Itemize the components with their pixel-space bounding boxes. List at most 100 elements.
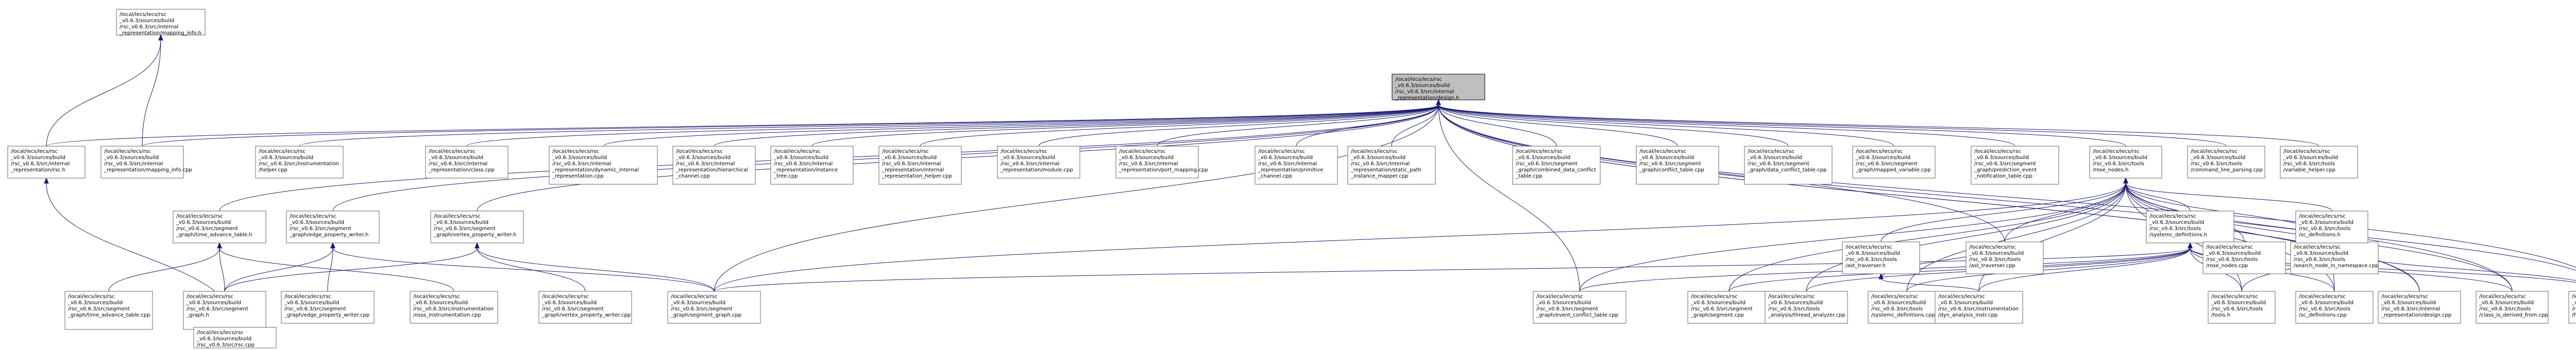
node-label-line: _graph/segment_graph.cpp: [670, 312, 741, 318]
node-box: [1115, 146, 1199, 179]
dependency-edge: [714, 183, 2126, 292]
graph-edges: [44, 34, 2576, 328]
node-label-line: /local/lecs/lecs/rsc: [2283, 149, 2330, 154]
graph-node[interactable]: /local/lecs/lecs/rsc_v0.6.3/sources/buil…: [430, 211, 524, 243]
node-label-line: /rsc_v0.6.3/src/segment: [1516, 161, 1578, 167]
graph-node[interactable]: /local/lecs/lecs/rsc_v0.6.3/sources/buil…: [281, 291, 375, 324]
graph-node[interactable]: /local/lecs/lecs/rsc_v0.6.3/sources/buil…: [672, 146, 756, 185]
dependency-edge: [1906, 248, 2191, 292]
node-label-line: /rsc_v0.6.3/src/segment: [187, 306, 248, 312]
node-box: [2290, 241, 2379, 274]
graph-node[interactable]: /local/lecs/lecs/rsc_v0.6.3/sources/buil…: [2290, 241, 2379, 274]
graph-node[interactable]: /local/lecs/lecs/rsc_v0.6.3/sources/buil…: [549, 146, 658, 185]
node-label-line: /command_line_parsing.cpp: [2191, 167, 2263, 173]
node-label-line: _v0.6.3/sources/build: [2571, 300, 2576, 306]
graph-node[interactable]: /local/lecs/lecs/rsc_v0.6.3/sources/buil…: [1744, 146, 1833, 185]
graph-node[interactable]: /local/lecs/lecs/rsc_v0.6.3/sources/buil…: [1868, 291, 1946, 324]
dependency-edge: [477, 248, 586, 292]
graph-node[interactable]: /local/lecs/lecs/rsc_v0.6.3/sources/buil…: [1935, 291, 2023, 324]
graph-node[interactable]: /local/lecs/lecs/rsc_v0.6.3/sources/buil…: [2476, 291, 2549, 324]
graph-node[interactable]: /local/lecs/lecs/rsc_v0.6.3/sources/buil…: [183, 291, 266, 330]
edge-arrowhead: [1878, 273, 1884, 279]
graph-node[interactable]: /local/lecs/lecs/rsc_v0.6.3/sources/buil…: [2187, 146, 2265, 179]
graph-node[interactable]: /local/lecs/lecs/rsc_v0.6.3/sources/buil…: [538, 291, 632, 324]
graph-node[interactable]: /local/lecs/lecs/rsc_v0.6.3/sources/buil…: [1636, 146, 1719, 185]
node-label-line: /rsc_v0.6.3/src/tools: [2299, 226, 2350, 232]
graph-node[interactable]: /local/lecs/lecs/rsc_v0.6.3/sources/buil…: [2089, 146, 2162, 179]
graph-node[interactable]: /local/lecs/lecs/rsc_v0.6.3/sources/buil…: [410, 291, 498, 324]
graph-node[interactable]: /local/lecs/lecs/rsc_v0.6.3/sources/buil…: [1255, 146, 1338, 185]
node-label-line: _representation_helper.cpp: [882, 173, 952, 179]
graph-node[interactable]: /local/lecs/lecs/rsc_v0.6.3/sources/buil…: [1852, 146, 1936, 179]
graph-node[interactable]: /local/lecs/lecs/rsc_v0.6.3/sources/buil…: [2568, 291, 2576, 324]
graph-node[interactable]: /local/lecs/lecs/rsc_v0.6.3/sources/buil…: [878, 146, 962, 185]
graph-node[interactable]: /local/lecs/lecs/rsc_v0.6.3/sources/buil…: [116, 9, 206, 36]
node-label-line: /rsc_v0.6.3/src/internal: [1395, 89, 1454, 95]
graph-node[interactable]: /local/lecs/lecs/rsc_v0.6.3/sources/buil…: [1765, 291, 1848, 324]
graph-node[interactable]: /local/lecs/lecs/rsc_v0.6.3/sources/buil…: [1965, 241, 2044, 274]
node-label-line: /systemc_definitions.cpp: [1871, 312, 1935, 318]
graph-node[interactable]: /local/lecs/lecs/rsc_v0.6.3/sources/buil…: [2280, 146, 2358, 179]
node-label-line: _representation/internal: [882, 167, 944, 173]
graph-node[interactable]: /local/lecs/lecs/rsc_v0.6.3/sources/buil…: [2378, 291, 2461, 324]
graph-node[interactable]: /local/lecs/lecs/rsc_v0.6.3/sources/buil…: [193, 327, 277, 348]
node-label-line: /local/lecs/lecs/rsc: [1768, 294, 1815, 300]
node-label-line: /ast_traverser.h: [1845, 263, 1886, 269]
graph-node[interactable]: /local/lecs/lecs/rsc_v0.6.3/sources/buil…: [286, 211, 380, 243]
graph-node[interactable]: /local/lecs/lecs/rsc_v0.6.3/sources/buil…: [997, 146, 1080, 179]
node-label-line: /rsc_v0.6.3/src/segment: [68, 306, 130, 312]
node-box: [1255, 146, 1338, 185]
node-label-line: /rsc_v0.6.3/src/segment: [1536, 306, 1598, 312]
node-label-line: /rsc_v0.6.3/src/internal: [120, 24, 178, 30]
node-label-line: _v0.6.3/sources/build: [1536, 300, 1591, 306]
graph-node[interactable]: /local/lecs/lecs/rsc_v0.6.3/sources/buil…: [1971, 146, 2059, 185]
graph-node[interactable]: /local/lecs/lecs/rsc_v0.6.3/sources/buil…: [770, 146, 854, 185]
dependency-edge: [108, 248, 220, 292]
node-label-line: /dyn_analysis_instr.cpp: [1938, 312, 1997, 318]
node-label-line: _v0.6.3/sources/build: [2190, 155, 2245, 161]
node-label-line: _graph/time_advance_table.cpp: [67, 312, 150, 318]
graph-node[interactable]: /local/lecs/lecs/rsc_v0.6.3/sources/buil…: [1115, 146, 1208, 179]
graph-node[interactable]: /local/lecs/lecs/rsc_v0.6.3/sources/buil…: [64, 291, 153, 330]
graph-node[interactable]: /local/lecs/lecs/rsc_v0.6.3/sources/buil…: [1512, 146, 1601, 185]
graph-node[interactable]: /local/lecs/lecs/rsc_v0.6.3/sources/buil…: [2208, 291, 2276, 324]
node-box: [100, 146, 184, 179]
node-label-line: /rsc_v0.6.3/src/internal: [1258, 161, 1317, 167]
dependency-edge: [714, 104, 1439, 292]
graph-node[interactable]: /local/lecs/lecs/rsc_v0.6.3/sources/buil…: [1842, 241, 1920, 274]
graph-node[interactable]: /local/lecs/lecs/rsc_v0.6.3/sources/buil…: [173, 211, 266, 243]
graph-node[interactable]: /local/lecs/lecs/rsc_v0.6.3/sources/buil…: [667, 291, 761, 324]
node-label-line: /local/lecs/lecs/rsc: [1691, 294, 1738, 300]
node-label-line: /rsc_v0.6.3/src/tools: [2479, 306, 2531, 312]
graph-node[interactable]: /local/lecs/lecs/rsc_v0.6.3/sources/buil…: [425, 146, 509, 179]
graph-node[interactable]: /local/lecs/lecs/rsc_v0.6.3/sources/buil…: [255, 146, 344, 179]
graph-node[interactable]: /local/lecs/lecs/rsc_v0.6.3/sources/buil…: [2202, 241, 2286, 274]
node-label-line: _v0.6.3/sources/build: [413, 300, 468, 306]
node-label-line: _v0.6.3/sources/build: [196, 336, 251, 342]
graph-node[interactable]: /local/lecs/lecs/rsc_v0.6.3/sources/buil…: [1687, 291, 1771, 324]
node-label-line: _v0.6.3/sources/build: [104, 155, 159, 161]
graph-node[interactable]: /local/lecs/lecs/rsc_v0.6.3/sources/buil…: [7, 146, 86, 179]
node-box: [2089, 146, 2162, 179]
graph-node[interactable]: /local/lecs/lecs/rsc_v0.6.3/sources/buil…: [2295, 211, 2368, 243]
node-label-line: /local/lecs/lecs/rsc: [1536, 294, 1583, 300]
node-label-line: /rsc_v0.6.3/src/tools: [2093, 161, 2144, 167]
graph-node[interactable]: /local/lecs/lecs/rsc_v0.6.3/sources/buil…: [2295, 291, 2374, 324]
graph-node[interactable]: /local/lecs/lecs/rsc_v0.6.3/sources/buil…: [2146, 211, 2234, 243]
dependency-edge: [1806, 183, 2126, 292]
node-label-line: _representation/static_path: [1350, 167, 1421, 173]
node-box: [2208, 291, 2276, 324]
node-label-line: _v0.6.3/sources/build: [433, 220, 488, 225]
dependency-edge: [219, 248, 454, 292]
graph-node[interactable]: /local/lecs/lecs/rsc_v0.6.3/sources/buil…: [100, 146, 192, 179]
node-label-line: /rsc_v0.6.3/src/instrumentation: [1938, 306, 2019, 312]
node-label-line: _v0.6.3/sources/build: [289, 220, 344, 225]
node-label-line: _channel.cpp: [1258, 173, 1292, 179]
graph-node[interactable]: /local/lecs/lecs/rsc_v0.6.3/sources/buil…: [1533, 291, 1626, 324]
dependency-edge: [219, 248, 225, 292]
node-label-line: /local/lecs/lecs/rsc: [1871, 294, 1918, 300]
node-label-line: /local/lecs/lecs/rsc: [2149, 214, 2196, 219]
graph-node[interactable]: /local/lecs/lecs/rsc_v0.6.3/sources/buil…: [1347, 146, 1436, 185]
node-label-line: /rsc_v0.6.3/src/segment: [1639, 161, 1701, 167]
node-box: [2295, 211, 2368, 243]
